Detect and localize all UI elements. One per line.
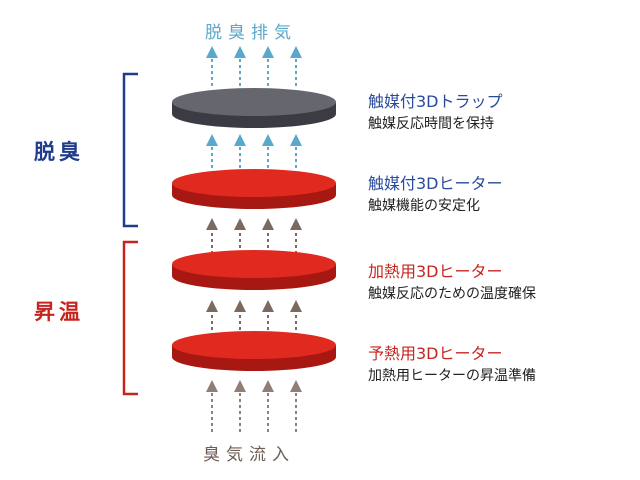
layer-desc-heating-heater: 触媒反応のための温度確保 — [368, 286, 536, 302]
layer-desc-preheat-heater: 加熱用ヒーターの昇温準備 — [368, 368, 536, 384]
layer-desc-catalyst-trap: 触媒反応時間を保持 — [368, 116, 494, 132]
odor-inflow-arrows — [206, 380, 302, 432]
layer-name-catalyst-trap: 触媒付3Dトラップ — [368, 92, 503, 111]
group-label-deodorize: 脱臭 — [34, 140, 84, 164]
layer-disk-catalyst-heater — [172, 169, 336, 209]
heater-gap-arrows-2 — [206, 300, 302, 336]
exhaust-arrows — [206, 46, 302, 86]
inflow-label: 臭気流入 — [203, 445, 295, 465]
trap-inflow-arrows — [206, 134, 302, 168]
layer-name-preheat-heater: 予熱用3Dヒーター — [368, 344, 503, 363]
exhaust-label: 脱臭排気 — [205, 23, 297, 43]
layer-name-heating-heater: 加熱用3Dヒーター — [368, 262, 503, 281]
deodorize-bracket — [122, 72, 138, 228]
group-label-heating: 昇温 — [34, 300, 84, 324]
layer-disk-heating-heater — [172, 250, 336, 290]
layer-desc-catalyst-heater: 触媒機能の安定化 — [368, 198, 480, 214]
layer-disk-preheat-heater — [172, 331, 336, 371]
heater-gap-arrows-1 — [206, 218, 302, 254]
layer-name-catalyst-heater: 触媒付3Dヒーター — [368, 174, 503, 193]
heating-bracket — [122, 240, 138, 396]
layer-disk-catalyst-trap — [172, 88, 336, 128]
